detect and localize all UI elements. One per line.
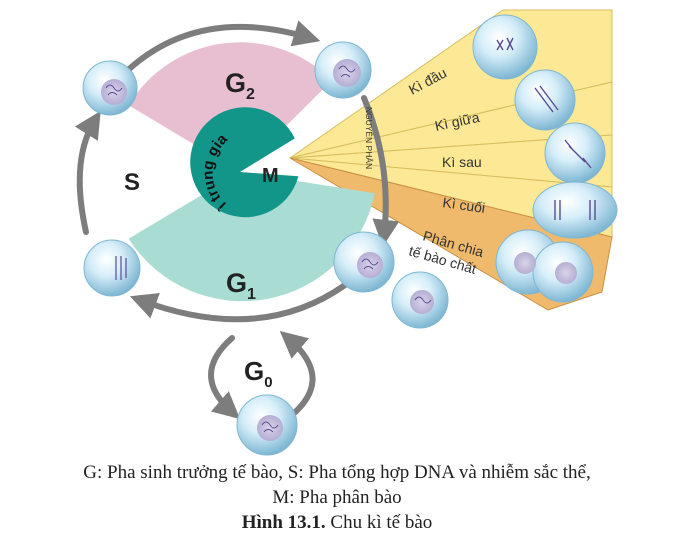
stage-label-anaphase: Kì sau xyxy=(442,154,482,170)
label-g0: G0 xyxy=(244,356,273,391)
g1-wedge xyxy=(128,172,375,302)
label-g1: G1 xyxy=(226,268,256,303)
cell-cycle-diagram: G2 S G1 M G0 Kì trung gian NGUYÊN PHÂN K… xyxy=(0,0,618,456)
arrow-mitosis xyxy=(361,95,400,247)
label-g0-sub: 0 xyxy=(264,374,272,391)
cell-g1 xyxy=(333,231,395,293)
interphase-core xyxy=(190,107,299,218)
caption-area: G: Pha sinh trưởng tế bào, S: Pha tổng h… xyxy=(0,460,674,535)
arrow-g0-loop-left xyxy=(208,335,241,420)
cell-prophase xyxy=(472,14,538,80)
cell-cytokinesis xyxy=(495,229,594,303)
cell-telophase xyxy=(532,181,618,239)
cell-metaphase xyxy=(514,69,576,131)
caption-line-2: M: Pha phân bào xyxy=(272,487,402,508)
label-m: M xyxy=(262,165,279,187)
cycle-wheel xyxy=(110,42,375,302)
figure-number: Hình 13.1. xyxy=(241,512,326,533)
label-g1-main: G xyxy=(226,268,247,298)
arrow-g1-bottom xyxy=(129,282,348,323)
cell-g0 xyxy=(236,394,298,456)
s-wedge xyxy=(110,105,240,239)
label-g1-sub: 1 xyxy=(247,286,256,303)
label-g2: G2 xyxy=(225,68,255,103)
cell-s-bottom xyxy=(83,239,141,297)
cycle-arrows xyxy=(74,20,400,420)
arrow-g2-top xyxy=(125,20,321,73)
arrow-s-to-g2 xyxy=(74,110,101,235)
mitosis-label: NGUYÊN PHÂN xyxy=(364,107,374,169)
label-g0-main: G xyxy=(244,356,264,386)
label-s: S xyxy=(124,169,140,196)
label-g2-main: G xyxy=(225,68,246,98)
phase-labels: G2 S G1 M G0 xyxy=(124,68,279,391)
caption-line-1: G: Pha sinh trưởng tế bào, S: Pha tổng h… xyxy=(83,462,591,483)
label-g2-sub: 2 xyxy=(246,86,255,103)
stage-label-telophase: Kì cuối xyxy=(442,194,487,216)
cells xyxy=(82,14,618,456)
figure-caption: Hình 13.1. Chu kì tế bào xyxy=(0,510,674,535)
cell-g2 xyxy=(314,41,372,99)
cell-anaphase xyxy=(544,122,606,184)
g2-wedge xyxy=(128,42,332,172)
cell-s-top xyxy=(82,60,138,116)
arrow-g0-loop-right xyxy=(279,330,316,418)
figure-title: Chu kì tế bào xyxy=(330,512,433,533)
cell-daughter xyxy=(391,271,449,329)
